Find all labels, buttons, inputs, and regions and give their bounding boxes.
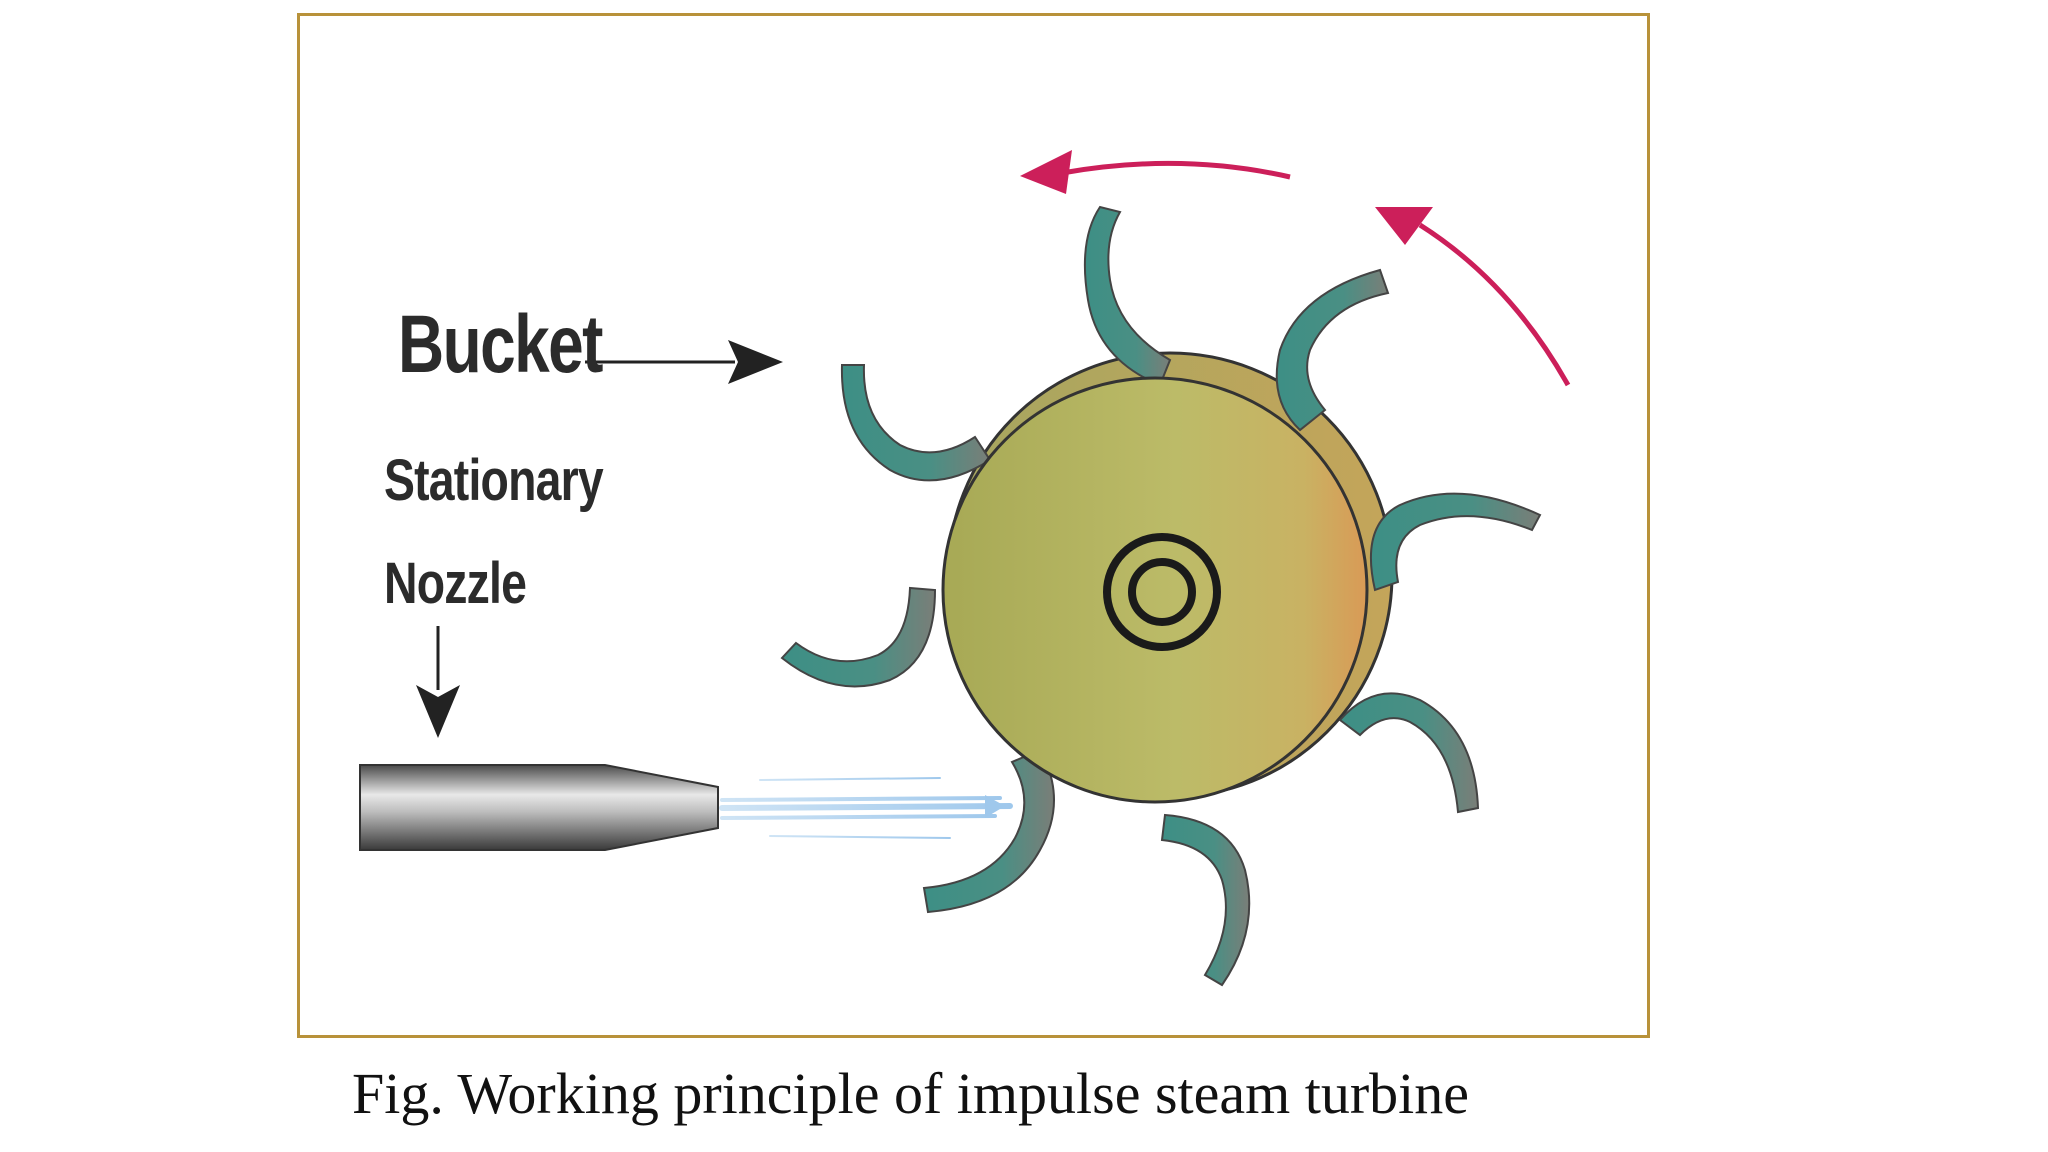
- hub-outer-ring: [1103, 533, 1221, 651]
- steam-jet: [719, 777, 1013, 839]
- bucket-8: [840, 364, 992, 482]
- rotation-arrow-icon: [1020, 150, 1571, 387]
- hub-inner-ring: [1128, 558, 1196, 626]
- bucket-4: [1338, 692, 1480, 814]
- bucket-6: [922, 748, 1055, 914]
- bucket-1: [1083, 205, 1172, 387]
- nozzle-pointer-arrow-icon: [416, 626, 460, 738]
- figure-caption: Fig. Working principle of impulse steam …: [352, 1061, 1470, 1126]
- bucket-2: [1275, 268, 1390, 432]
- nozzle-label: Nozzle: [384, 551, 527, 616]
- bucket-pointer-arrow-icon: [585, 340, 783, 384]
- turbine-wheel: [941, 376, 1369, 804]
- stationary-label: Stationary: [384, 448, 604, 513]
- stationary-nozzle: [359, 764, 719, 851]
- bucket-3: [1369, 492, 1542, 592]
- diagram-frame: [297, 13, 1650, 1038]
- bucket-label: Bucket: [398, 299, 603, 390]
- bucket-7: [780, 586, 937, 688]
- buckets: [780, 205, 1542, 987]
- bucket-5: [1160, 813, 1251, 987]
